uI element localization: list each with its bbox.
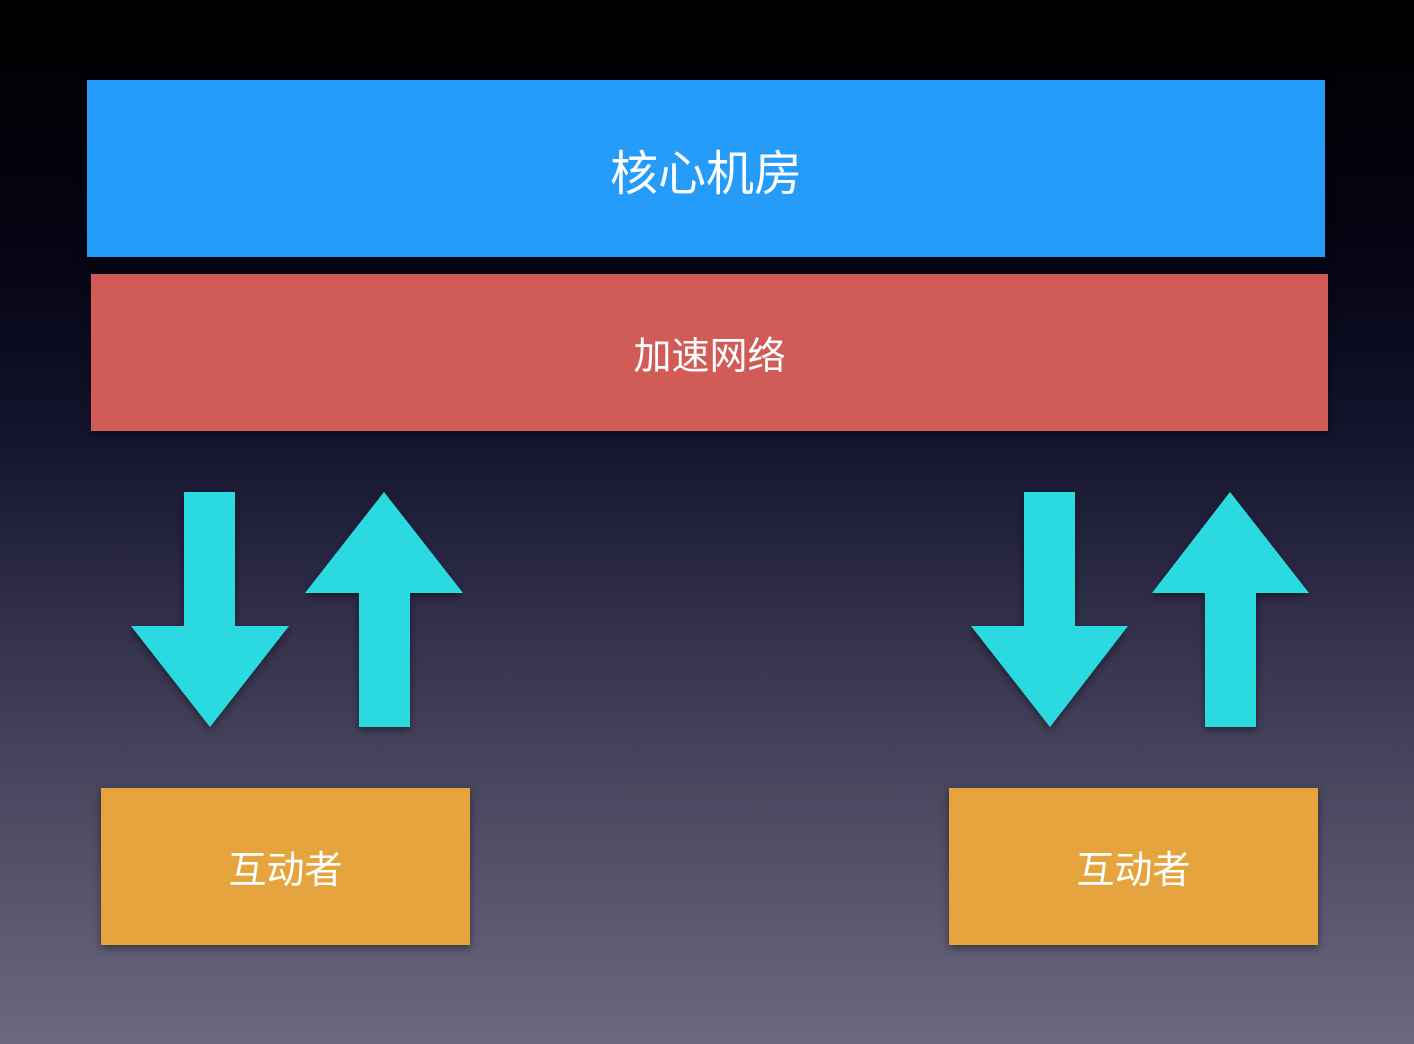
- acceleration-network-box: 加速网络: [91, 274, 1328, 431]
- actor-label: 互动者: [1076, 848, 1191, 892]
- core-datacenter-box: 核心机房: [87, 80, 1325, 257]
- actor-box-right: 互动者: [949, 788, 1318, 945]
- right-up-arrow-icon: [1152, 492, 1309, 727]
- acceleration-network-label: 加速网络: [633, 334, 786, 378]
- actor-label: 互动者: [228, 848, 343, 892]
- actor-box-left: 互动者: [101, 788, 470, 945]
- core-datacenter-label: 核心机房: [609, 145, 802, 202]
- left-up-arrow-icon: [305, 492, 463, 727]
- right-down-arrow-icon: [971, 492, 1128, 727]
- left-down-arrow-icon: [131, 492, 289, 727]
